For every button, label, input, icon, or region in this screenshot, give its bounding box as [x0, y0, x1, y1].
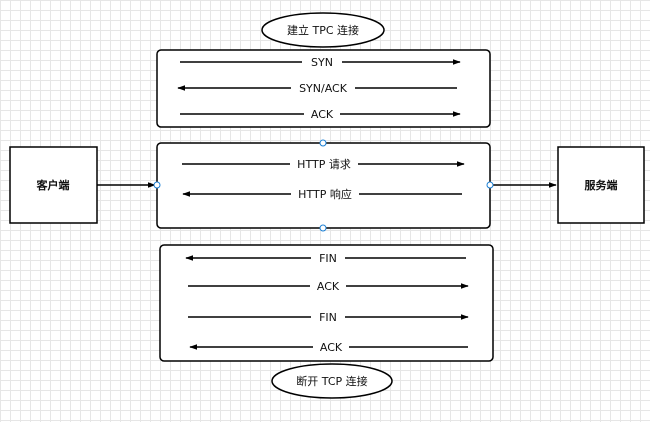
disconnect-title: 断开 TCP 连接 [296, 374, 367, 388]
connector-dot-top [319, 139, 327, 147]
server-node [557, 146, 645, 224]
connector-dot-left [153, 181, 161, 189]
label-fin-1: FIN [319, 252, 337, 265]
teardown-box [159, 244, 494, 362]
label-ack: ACK [311, 108, 334, 121]
label-fin-2: FIN [319, 311, 337, 324]
label-ack-2: ACK [317, 280, 340, 293]
label-syn-ack: SYN/ACK [299, 82, 348, 95]
label-ack-3: ACK [320, 341, 343, 354]
connect-title: 建立 TPC 连接 [287, 23, 359, 37]
label-http-request: HTTP 请求 [297, 158, 351, 171]
connector-dot-bottom [319, 224, 327, 232]
label-syn: SYN [311, 56, 333, 69]
connector-dot-right [486, 181, 494, 189]
connect-title-ellipse [261, 12, 385, 48]
label-http-response: HTTP 响应 [298, 187, 352, 201]
http-box [156, 142, 491, 229]
disconnect-title-ellipse [271, 363, 393, 399]
server-label: 服务端 [585, 178, 618, 192]
client-label: 客户端 [36, 178, 70, 192]
